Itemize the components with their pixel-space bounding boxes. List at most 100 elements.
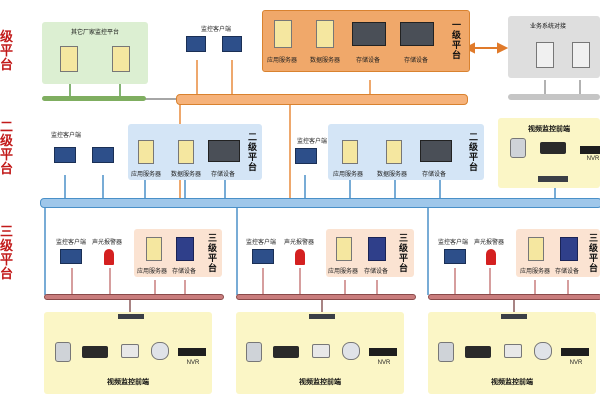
camera-icon [540,142,566,154]
monitor-icon [295,148,317,164]
level1-bus [176,94,468,105]
db-server-icon [316,20,334,48]
level1-title: 一级平台 [451,20,461,60]
level3-bus [428,294,600,300]
level1-db-server-label: 数据服务器 [309,58,340,64]
storage-icon [352,22,386,46]
level3-frontend-title: 视频监控前端 [491,379,533,386]
storage-icon [560,237,578,261]
alarm-icon [104,249,114,265]
monitor-icon [186,36,206,52]
ptz-camera-icon [246,342,262,362]
app-server-icon [342,140,358,164]
other-vendor-bus [42,96,146,101]
level1-app-server-label: 应用服务器 [266,58,297,64]
level3-frontend-title: 视频监控前端 [107,379,149,386]
business-title: 业务系统对接 [529,24,566,30]
bullet-camera-icon [312,344,330,358]
level3-bus [236,294,416,300]
ptz-camera-icon [438,342,454,362]
server-icon [536,42,554,68]
switch-icon [538,176,568,182]
monitor-icon [444,249,466,264]
level3-storage-label: 存储设备 [554,269,579,275]
bullet-camera-icon [121,344,139,358]
tier-label-level3: 三级平台 [0,224,14,281]
camera-icon [273,346,299,358]
level2-app-server-label: 应用服务器 [130,172,161,178]
storage-icon [400,22,434,46]
level3-frontend-nvr-label: NVR [186,360,200,366]
storage-icon [420,140,452,162]
dome-camera-icon [151,342,169,360]
level2-client-label: 监控客户端 [50,133,81,139]
level3-client-label: 监控客户端 [56,240,87,246]
tier-label-level1: 级平台 [0,29,14,72]
bullet-camera-icon [504,344,522,358]
ptz-camera-icon [55,342,71,362]
other-vendor-title: 其它厂家监控平台 [70,30,119,36]
app-server-icon [138,140,154,164]
level3-storage-label: 存储设备 [363,269,388,275]
business-bus [508,94,600,100]
level3-frontend-nvr-label: NVR [569,360,583,366]
level1-storage1-label: 存储设备 [355,58,380,64]
dome-camera-icon [342,342,360,360]
server-icon [572,42,590,68]
storage-icon [176,237,194,261]
monitor-icon [252,249,274,264]
level2-bus [40,198,600,208]
monitor-icon [222,36,242,52]
level3-title: 三级平台 [207,233,217,273]
app-server-icon [336,237,352,261]
app-server-icon [274,20,292,48]
alarm-icon [486,249,496,265]
level3-frontend-title: 视频监控前端 [299,379,341,386]
level1-storage2-label: 存储设备 [403,58,428,64]
nvr-icon [580,146,600,154]
server-icon [112,46,130,72]
level3-client-label: 监控客户端 [438,240,469,246]
level2-client-label: 监控客户端 [296,139,327,145]
level1-client-label: 监控客户端 [200,27,231,33]
monitor-icon [92,147,114,163]
server-icon [60,46,78,72]
app-server-icon [528,237,544,261]
other-vendor-panel: 其它厂家监控平台 [42,22,148,84]
level2-title: 二级平台 [468,132,478,172]
level3-alarm-label: 声光报警器 [284,240,315,246]
switch-icon [118,314,144,319]
level2-db-server-label: 数据服务器 [376,172,407,178]
level2-storage-label: 存储设备 [210,172,235,178]
level3-app-server-label: 应用服务器 [327,269,358,275]
level2-title: 二级平台 [247,132,257,172]
nvr-icon [561,348,589,356]
level2-db-server-label: 数据服务器 [170,172,201,178]
camera-icon [82,346,108,358]
nvr-icon [369,348,397,356]
dome-camera-icon [534,342,552,360]
level3-title: 三级平台 [588,233,598,273]
level2-frontend-title: 视频监控前端 [528,126,570,133]
level3-bus [44,294,224,300]
alarm-icon [295,249,305,265]
storage-icon [368,237,386,261]
tier-label-level2: 二级平台 [0,119,14,176]
ptz-camera-icon [510,138,526,158]
level3-alarm-label: 声光报警器 [474,240,505,246]
monitor-icon [60,249,82,264]
monitor-icon [54,147,76,163]
storage-icon [208,140,240,162]
level3-title: 三级平台 [398,233,408,273]
switch-icon [501,314,527,319]
level2-app-server-label: 应用服务器 [332,172,363,178]
level3-alarm-label: 声光报警器 [92,240,123,246]
level3-client-label: 监控客户端 [246,240,277,246]
nvr-icon [178,348,206,356]
level3-frontend-nvr-label: NVR [377,360,391,366]
level2-storage-label: 存储设备 [421,172,446,178]
camera-icon [465,346,491,358]
level3-storage-label: 存储设备 [171,269,196,275]
switch-icon [309,314,335,319]
level3-app-server-label: 应用服务器 [136,269,167,275]
